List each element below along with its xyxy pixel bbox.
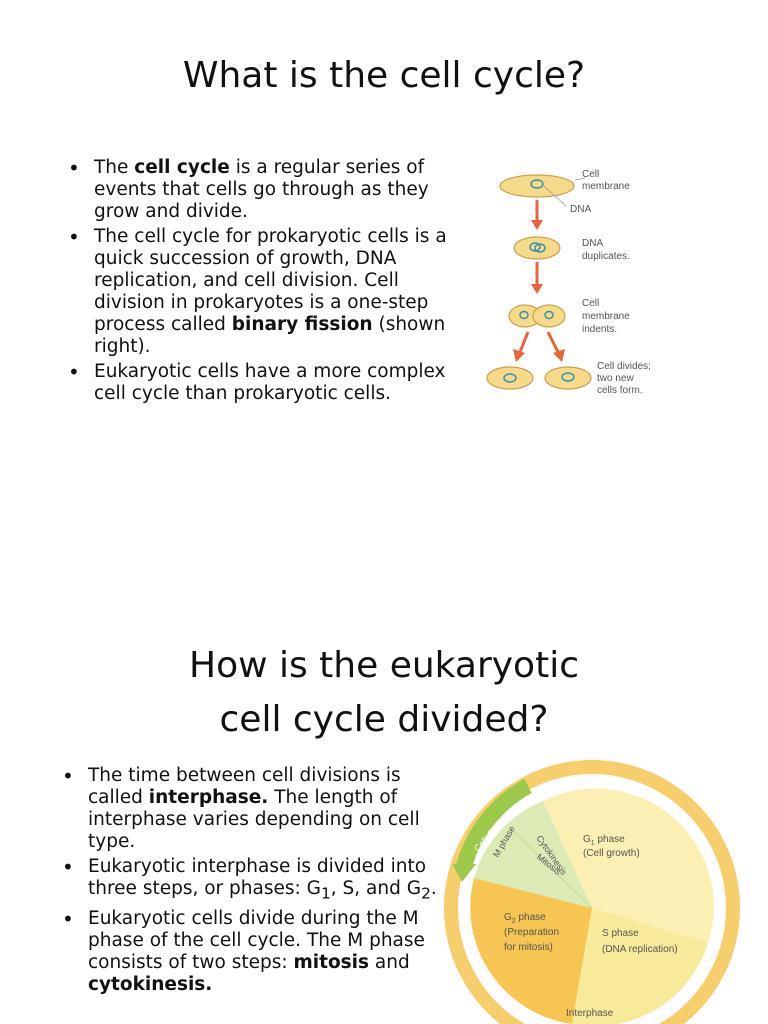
svg-text:Interphase: Interphase xyxy=(566,1008,614,1019)
bullet-2: Eukaryotic interphase is divided into th… xyxy=(62,856,442,905)
svg-text:DNA: DNA xyxy=(582,238,603,249)
slide-2-title-line-1: How is the eukaryotic xyxy=(189,645,579,686)
slide-1: What is the cell cycle? The cell cycle i… xyxy=(0,0,768,512)
bullet-1: The time between cell divisions is calle… xyxy=(62,765,442,853)
svg-text:Cell divides;: Cell divides; xyxy=(597,361,651,372)
slide-2: How is the eukaryotic cell cycle divided… xyxy=(0,512,768,1024)
cell-stage-2 xyxy=(513,236,561,260)
s-sector xyxy=(572,908,708,1024)
svg-text:duplicates.: duplicates. xyxy=(582,251,630,262)
bullet-3: Eukaryotic cells have a more complex cel… xyxy=(68,361,463,405)
svg-text:G1 phase: G1 phase xyxy=(583,834,625,847)
cell-stage-3b xyxy=(532,304,566,328)
m-sector xyxy=(474,801,592,908)
svg-text:S phase: S phase xyxy=(602,928,639,939)
svg-text:membrane: membrane xyxy=(582,181,630,192)
slide-2-title-line-2: cell cycle divided? xyxy=(219,699,549,740)
daughter-cell-1 xyxy=(486,366,534,390)
svg-text:two new: two new xyxy=(597,373,634,384)
svg-text:cells form.: cells form. xyxy=(597,385,643,396)
svg-text:indents.: indents. xyxy=(582,324,617,335)
binary-fission-figure: Cell membrane DNA DNA duplicates. Cell m… xyxy=(486,169,651,396)
slide-1-title: What is the cell cycle? xyxy=(182,55,586,96)
g2-sector xyxy=(470,878,592,1024)
g1-sector xyxy=(543,788,714,943)
slide-2-bullets: The time between cell divisions is calle… xyxy=(62,765,442,999)
bullet-2: The cell cycle for prokaryotic cells is … xyxy=(68,226,463,358)
svg-text:(DNA replication): (DNA replication) xyxy=(602,944,678,955)
slide-1-bullets: The cell cycle is a regular series of ev… xyxy=(68,157,463,408)
svg-text:membrane: membrane xyxy=(582,311,630,322)
bullet-1: The cell cycle is a regular series of ev… xyxy=(68,157,463,223)
arrow-1 xyxy=(531,220,543,230)
arrow-2 xyxy=(531,284,543,294)
cell-cycle-diagram: Cell division M phase Cytokinesis Mitosi… xyxy=(444,760,740,1024)
svg-text:for mitosis): for mitosis) xyxy=(504,942,553,953)
bullet-3: Eukaryotic cells divide during the M pha… xyxy=(62,908,442,996)
cell-stage-1 xyxy=(499,174,575,198)
svg-text:DNA: DNA xyxy=(570,204,591,215)
dna-loop-1 xyxy=(530,179,544,189)
svg-text:(Cell growth): (Cell growth) xyxy=(583,848,640,859)
svg-text:Cell: Cell xyxy=(582,298,599,309)
daughter-cell-2 xyxy=(544,366,592,390)
svg-text:(Preparation: (Preparation xyxy=(504,927,559,938)
cell-division-arc xyxy=(456,778,532,869)
svg-text:G2 phase: G2 phase xyxy=(504,912,546,925)
svg-text:Cell: Cell xyxy=(582,169,599,180)
